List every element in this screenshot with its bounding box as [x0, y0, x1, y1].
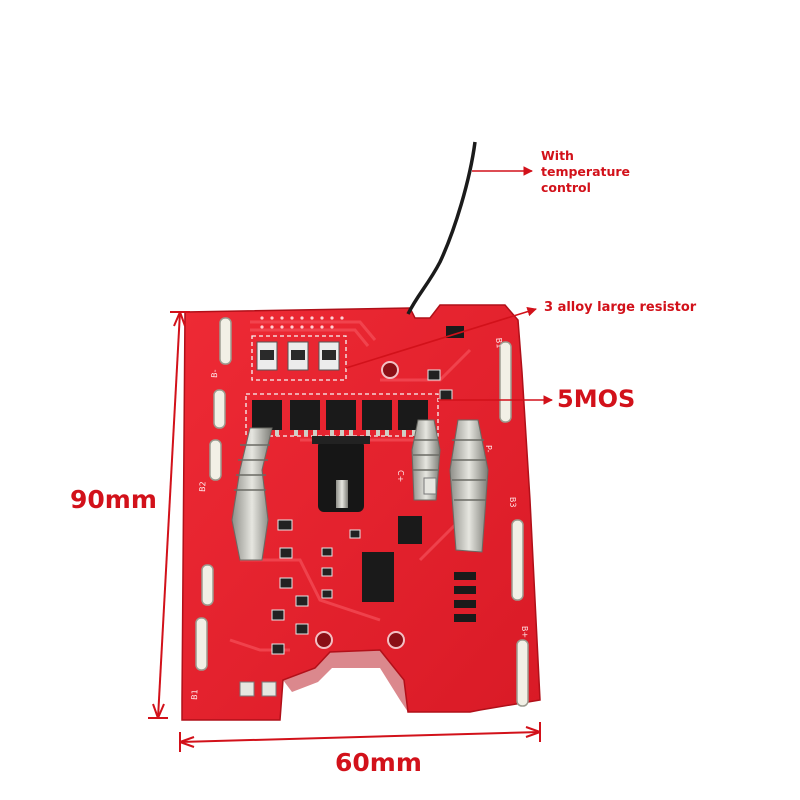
left-spring-terminal: [231, 427, 273, 561]
alloy-resistors: [251, 335, 347, 381]
silk-c-plus: C+: [396, 470, 405, 482]
temperature-sensor-wire: [406, 141, 477, 315]
silkscreen-labels: B1 B- B2 B3 B+ B1 C+ P-: [190, 337, 529, 700]
silk-b3: B3: [508, 497, 517, 508]
bottom-pads: [239, 477, 437, 697]
temperature-label-line-2: temperature: [541, 164, 631, 179]
silk-b-minus: B-: [210, 369, 219, 378]
dimension-height: [148, 311, 190, 719]
mounting-holes: [315, 361, 405, 649]
dimension-width: [179, 722, 541, 752]
mosfet-array: [245, 393, 439, 437]
mos-label: 5MOS: [557, 385, 636, 413]
temperature-label-line-3: control: [541, 180, 591, 195]
via-grid: [260, 316, 344, 329]
right-spring-terminal: [449, 419, 489, 553]
black-connector: [312, 436, 370, 512]
resistor-label: 3 alloy large resistor: [544, 300, 697, 315]
silk-p: P-: [484, 445, 493, 453]
annotation-arrows: [345, 166, 553, 405]
smd-components: [271, 369, 453, 655]
arrow-resistor: [345, 306, 537, 369]
temperature-control-label: With temperature control: [541, 148, 630, 196]
right-edge-slots: [499, 341, 529, 707]
width-dimension-label: 60mm: [335, 748, 422, 777]
left-edge-slots: [195, 317, 232, 671]
silk-b-plus: B+: [520, 626, 529, 639]
temperature-label-line-1: With: [541, 148, 574, 163]
silk-b1-top: B1: [494, 337, 504, 348]
integrated-circuits: [362, 326, 476, 622]
silk-b2: B2: [198, 481, 207, 492]
silk-b1-bottom: B1: [190, 689, 199, 700]
height-dimension-label: 90mm: [70, 485, 157, 514]
